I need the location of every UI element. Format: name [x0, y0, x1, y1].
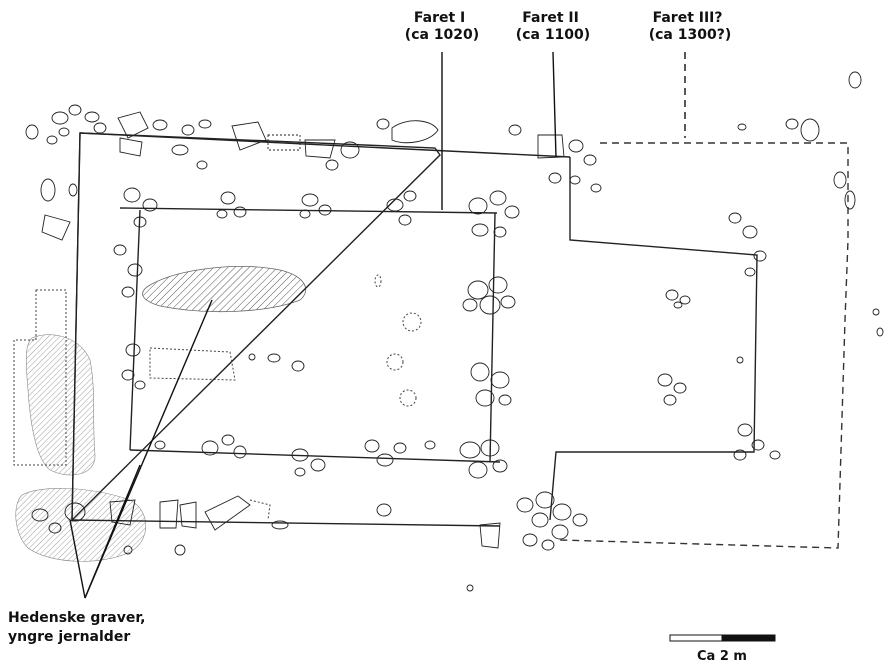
faret1-outline: [71, 132, 441, 522]
faret2-outline: [549, 157, 758, 521]
faret3-outline: [559, 142, 849, 549]
scale-bar: [669, 634, 776, 642]
graves-label: Hedenske graver, yngre jernalder: [8, 610, 150, 645]
faret3-name: Faret III?: [653, 10, 723, 26]
graves-line-2: yngre jernalder: [8, 629, 130, 645]
stone-cluster-center: [248, 274, 516, 407]
stone-cluster-row1: [123, 187, 520, 238]
scale-bar-label: Ca 2 m: [697, 649, 747, 664]
west-dashed-outline: [13, 289, 67, 466]
graves-line-1: Hedenske graver,: [8, 610, 146, 626]
faret2-name: Faret II: [522, 10, 579, 26]
hatched-area-southwest: [15, 488, 146, 562]
stone-cluster-chancel: [657, 212, 884, 461]
stone-cluster-south: [154, 434, 508, 517]
faret2-leader: [552, 51, 557, 158]
faret1-date: (ca 1020): [405, 27, 479, 43]
faret3-date: (ca 1300?): [649, 27, 732, 43]
stone-cluster-ne: [537, 71, 862, 210]
stone-cluster-nave-west: [40, 178, 236, 390]
stone-cluster-se: [466, 491, 588, 592]
faret1-label: Faret I (ca 1020): [405, 10, 479, 43]
hatched-area-west: [25, 334, 96, 476]
faret2-date: (ca 1100): [516, 27, 590, 43]
faret1-name: Faret I: [414, 10, 465, 26]
stone-cluster-north: [267, 118, 522, 171]
faret2-label: Faret II (ca 1100): [516, 10, 590, 43]
graves-leader-3: [84, 464, 141, 599]
hatched-area-center: [142, 266, 306, 313]
graves-leader-2: [69, 519, 86, 599]
stone-cluster-nw: [25, 104, 267, 170]
faret3-label: Faret III? (ca 1300?): [649, 10, 732, 43]
stone-cluster-sw: [31, 495, 289, 556]
